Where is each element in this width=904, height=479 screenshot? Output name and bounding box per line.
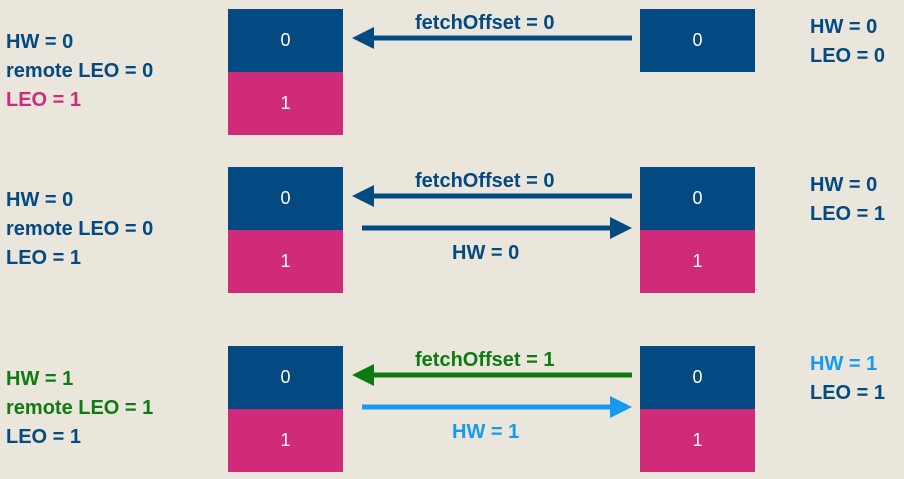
- follower-log-entry: 0: [640, 346, 755, 409]
- follower-state-line: HW = 1: [810, 353, 878, 375]
- leader-log-entry: 1: [228, 72, 343, 135]
- leader-log-entry: 1: [228, 230, 343, 293]
- follower-state-line: LEO = 1: [810, 203, 886, 225]
- leader-state-line: LEO = 1: [6, 89, 82, 111]
- leader-log-entry: 0: [228, 9, 343, 72]
- follower-state-line: LEO = 0: [810, 45, 886, 67]
- leader-state-line: LEO = 1: [6, 247, 82, 269]
- leader-state-line: remote LEO = 0: [6, 60, 154, 82]
- fetch-offset-label: fetchOffset = 0: [415, 170, 555, 192]
- follower-log-entry: 1: [640, 230, 755, 293]
- hw-response-arrow: [362, 396, 632, 418]
- leader-log-entry: 0: [228, 167, 343, 230]
- leader-state-line: HW = 0: [6, 31, 74, 53]
- leader-state-line: remote LEO = 1: [6, 397, 154, 419]
- follower-log-entry: 0: [640, 167, 755, 230]
- fetch-arrow: [352, 364, 632, 386]
- leader-log-entry: 0: [228, 346, 343, 409]
- follower-log-entry: 0: [640, 9, 755, 72]
- follower-state-line: HW = 0: [810, 174, 878, 196]
- leader-state-line: remote LEO = 0: [6, 218, 154, 240]
- fetch-arrow: [352, 185, 632, 207]
- follower-state-line: LEO = 1: [810, 382, 886, 404]
- leader-state-line: LEO = 1: [6, 426, 82, 448]
- leader-log-entry: 1: [228, 409, 343, 472]
- hw-response-arrow: [362, 217, 632, 239]
- follower-state-line: HW = 0: [810, 16, 878, 38]
- follower-log-entry: 1: [640, 409, 755, 472]
- fetch-arrow: [352, 27, 632, 49]
- leader-state-line: HW = 1: [6, 368, 74, 390]
- hw-response-label: HW = 0: [452, 242, 520, 264]
- fetch-offset-label: fetchOffset = 1: [415, 349, 555, 371]
- leader-state-line: HW = 0: [6, 189, 74, 211]
- hw-response-label: HW = 1: [452, 421, 520, 443]
- fetch-offset-label: fetchOffset = 0: [415, 12, 555, 34]
